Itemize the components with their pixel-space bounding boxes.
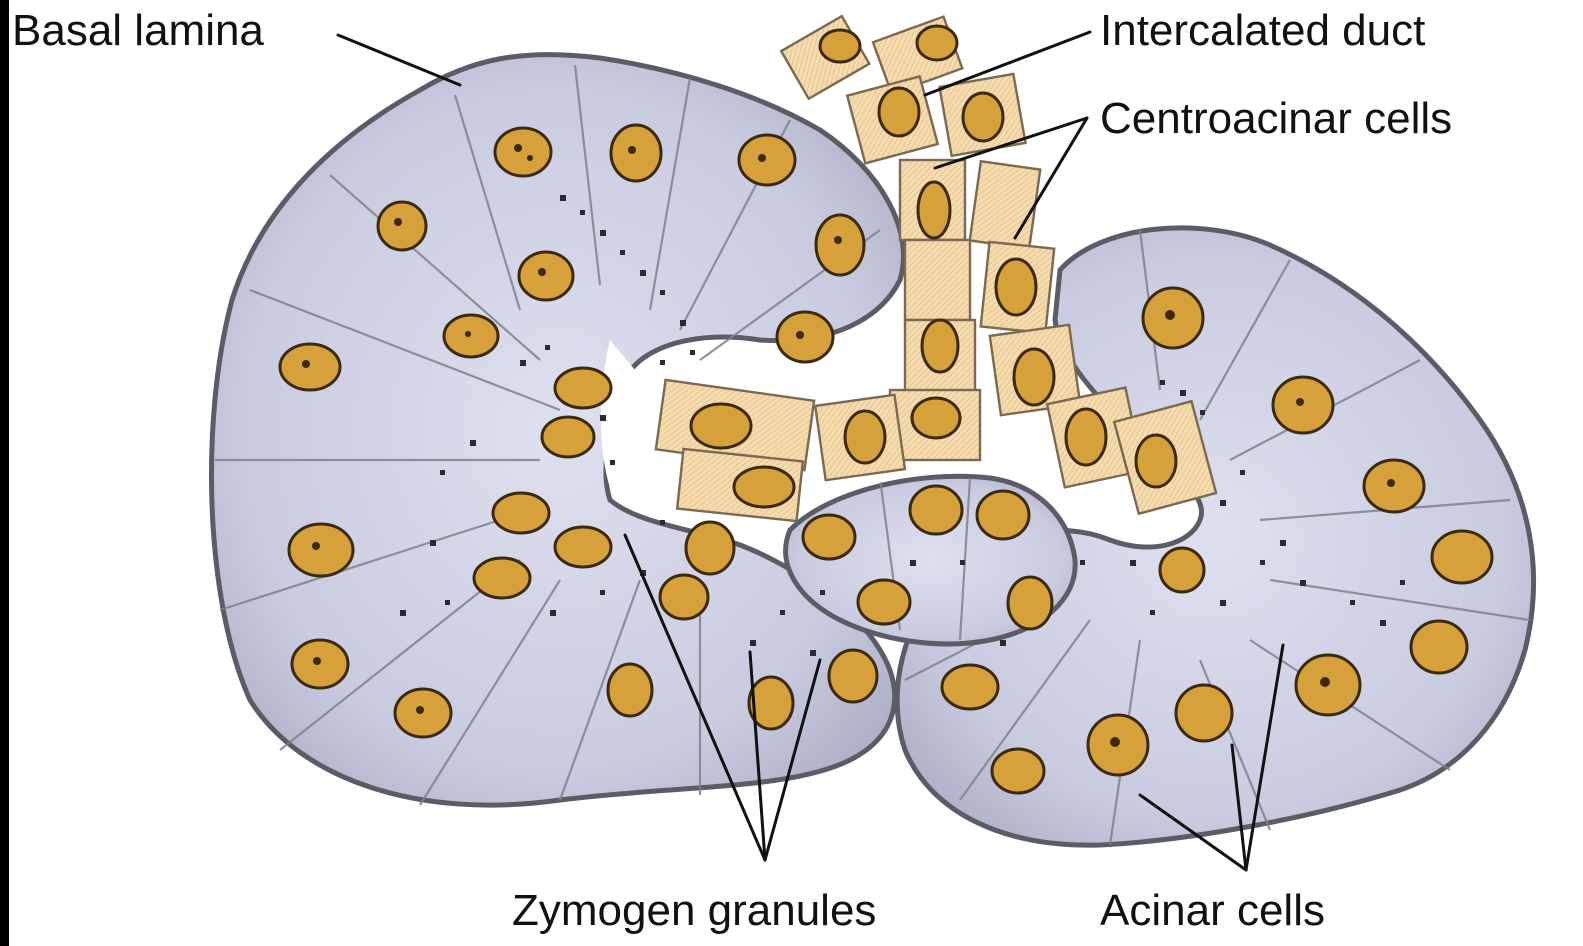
centroacinar-cells-label: Centroacinar cells	[1100, 94, 1452, 143]
intercalated-duct-label: Intercalated duct	[1100, 6, 1425, 55]
zymogen-granules-label: Zymogen granules	[512, 886, 876, 935]
basal-lamina-label: Basal lamina	[12, 6, 264, 55]
acinar-cells-label: Acinar cells	[1100, 886, 1325, 935]
basal-lamina-leader	[338, 35, 460, 85]
